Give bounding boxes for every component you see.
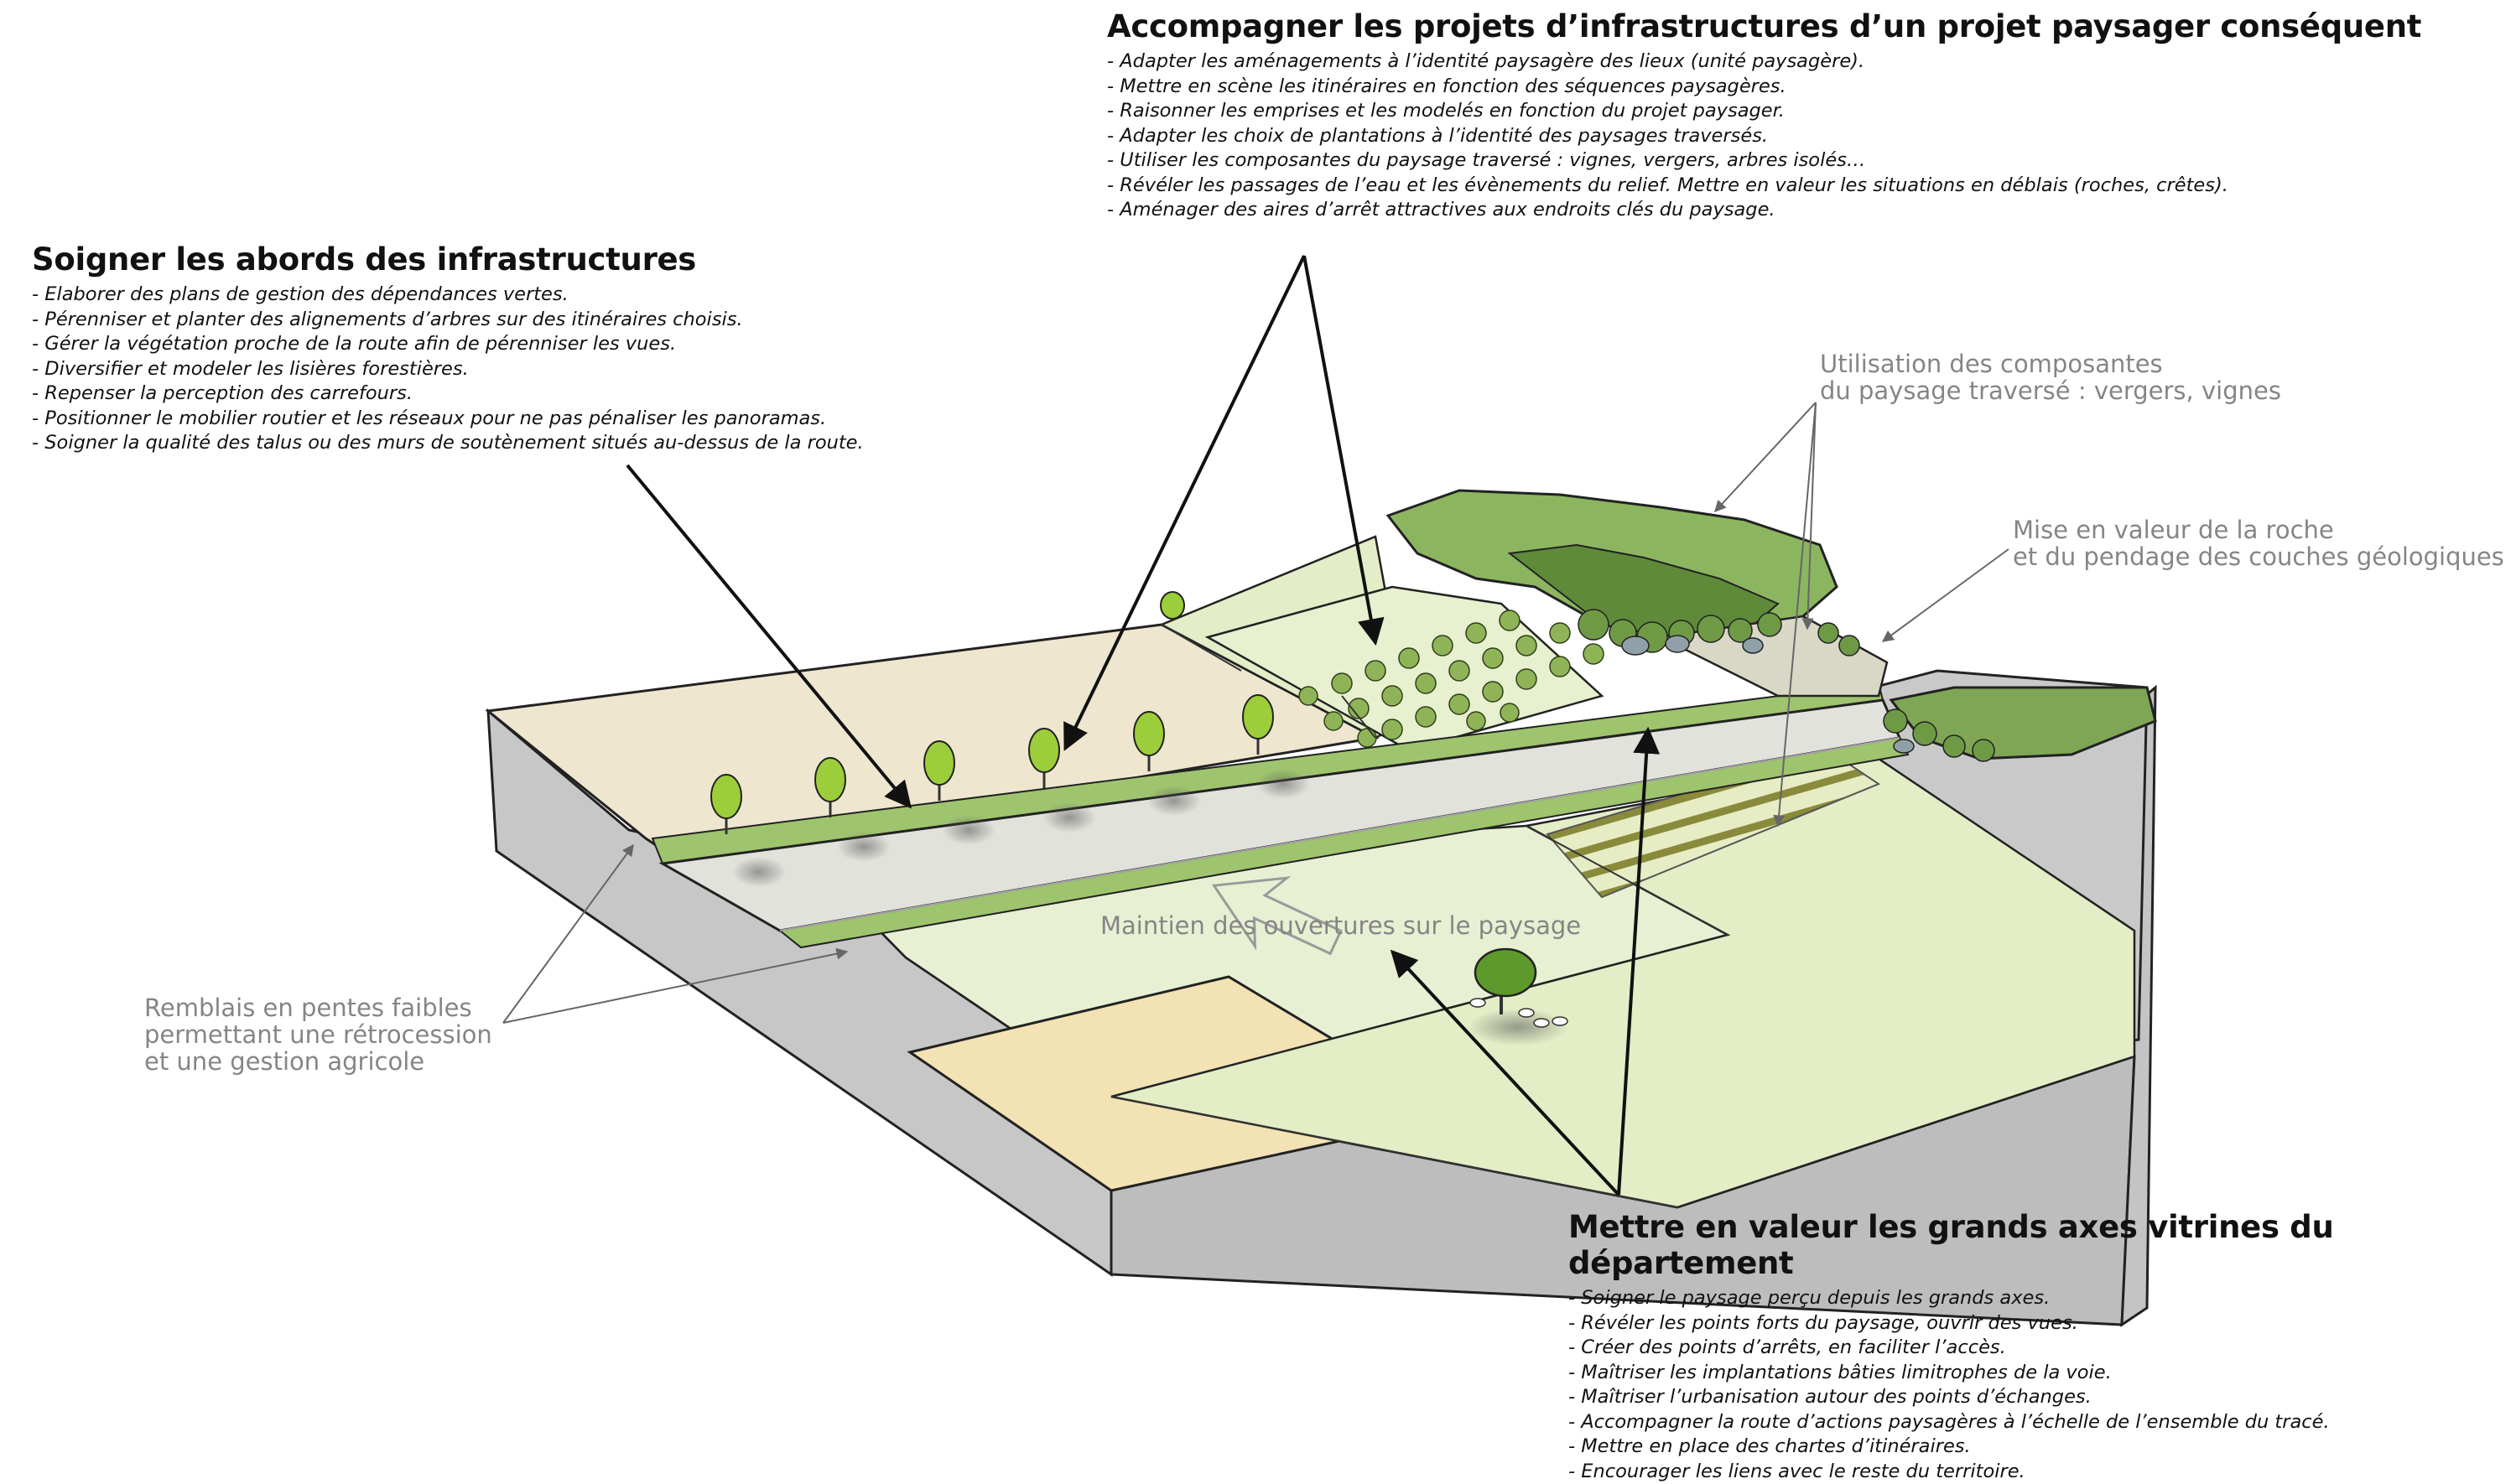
list-item: - Raisonner les emprises et les modelés … [1107,99,2421,124]
list-item: - Repenser la perception des carrefours. [32,381,864,407]
list-item: - Soigner le paysage perçu depuis les gr… [1568,1286,2516,1311]
list-item: - Elaborer des plans de gestion des dépe… [32,283,864,308]
block-list: - Elaborer des plans de gestion des dépe… [32,283,864,456]
list-item: - Utiliser les composantes du paysage tr… [1107,148,2421,174]
list-item: - Pérenniser et planter des alignements … [32,308,864,333]
label-ouvertures: Maintien des ouvertures sur le paysage [1100,912,1581,939]
list-item: - Gérer la végétation proche de la route… [32,332,864,357]
list-item: - Aménager des aires d’arrêt attractives… [1107,198,2421,223]
list-item: - Positionner le mobilier routier et les… [32,407,864,432]
label-remblais: Remblais en pentes faibles permettant un… [144,994,492,1075]
list-item: - Soigner la qualité des talus ou des mu… [32,431,864,456]
list-item: - Encourager les liens avec le reste du … [1568,1460,2516,1484]
list-item: - Révéler les passages de l’eau et les é… [1107,174,2421,199]
list-item: - Créer des points d’arrêts, en facilite… [1568,1336,2516,1361]
label-vergers: Utilisation des composantes du paysage t… [1820,350,2281,404]
block-bottom: Mettre en valeur les grands axes vitrine… [1568,1209,2516,1484]
list-item: - Révéler les points forts du paysage, o… [1568,1311,2516,1336]
list-item: - Accompagner la route d’actions paysagè… [1568,1410,2516,1435]
tree-icon [1475,949,1536,996]
list-item: - Adapter les choix de plantations à l’i… [1107,124,2421,149]
label-line: permettant une rétrocession [144,1021,492,1048]
list-item: - Maîtriser les implantations bâties lim… [1568,1361,2516,1386]
list-item: - Diversifier et modeler les lisières fo… [32,357,864,382]
block-title: Soigner les abords des infrastructures [32,241,864,278]
label-line: et une gestion agricole [144,1048,492,1075]
block-left: Soigner les abords des infrastructures -… [32,241,864,456]
label-line: du paysage traversé : vergers, vignes [1820,377,2281,404]
label-roche: Mise en valeur de la roche et du pendage… [2013,516,2504,570]
list-item: - Maîtriser l’urbanisation autour des po… [1568,1385,2516,1410]
label-line: Remblais en pentes faibles [144,994,492,1021]
block-title: Accompagner les projets d’infrastructure… [1107,8,2421,44]
label-line: Mise en valeur de la roche [2013,516,2504,543]
label-line: Utilisation des composantes [1820,350,2281,377]
label-line: Maintien des ouvertures sur le paysage [1100,912,1581,939]
block-list: - Adapter les aménagements à l’identité … [1107,49,2421,223]
list-item: - Mettre en place des chartes d’itinérai… [1568,1435,2516,1460]
block-top: Accompagner les projets d’infrastructure… [1107,8,2421,223]
list-item: - Mettre en scène les itinéraires en fon… [1107,75,2421,100]
block-list: - Soigner le paysage perçu depuis les gr… [1568,1286,2516,1484]
block-title: Mettre en valeur les grands axes vitrine… [1568,1209,2516,1281]
label-line: et du pendage des couches géologiques [2013,543,2504,570]
list-item: - Adapter les aménagements à l’identité … [1107,49,2421,75]
